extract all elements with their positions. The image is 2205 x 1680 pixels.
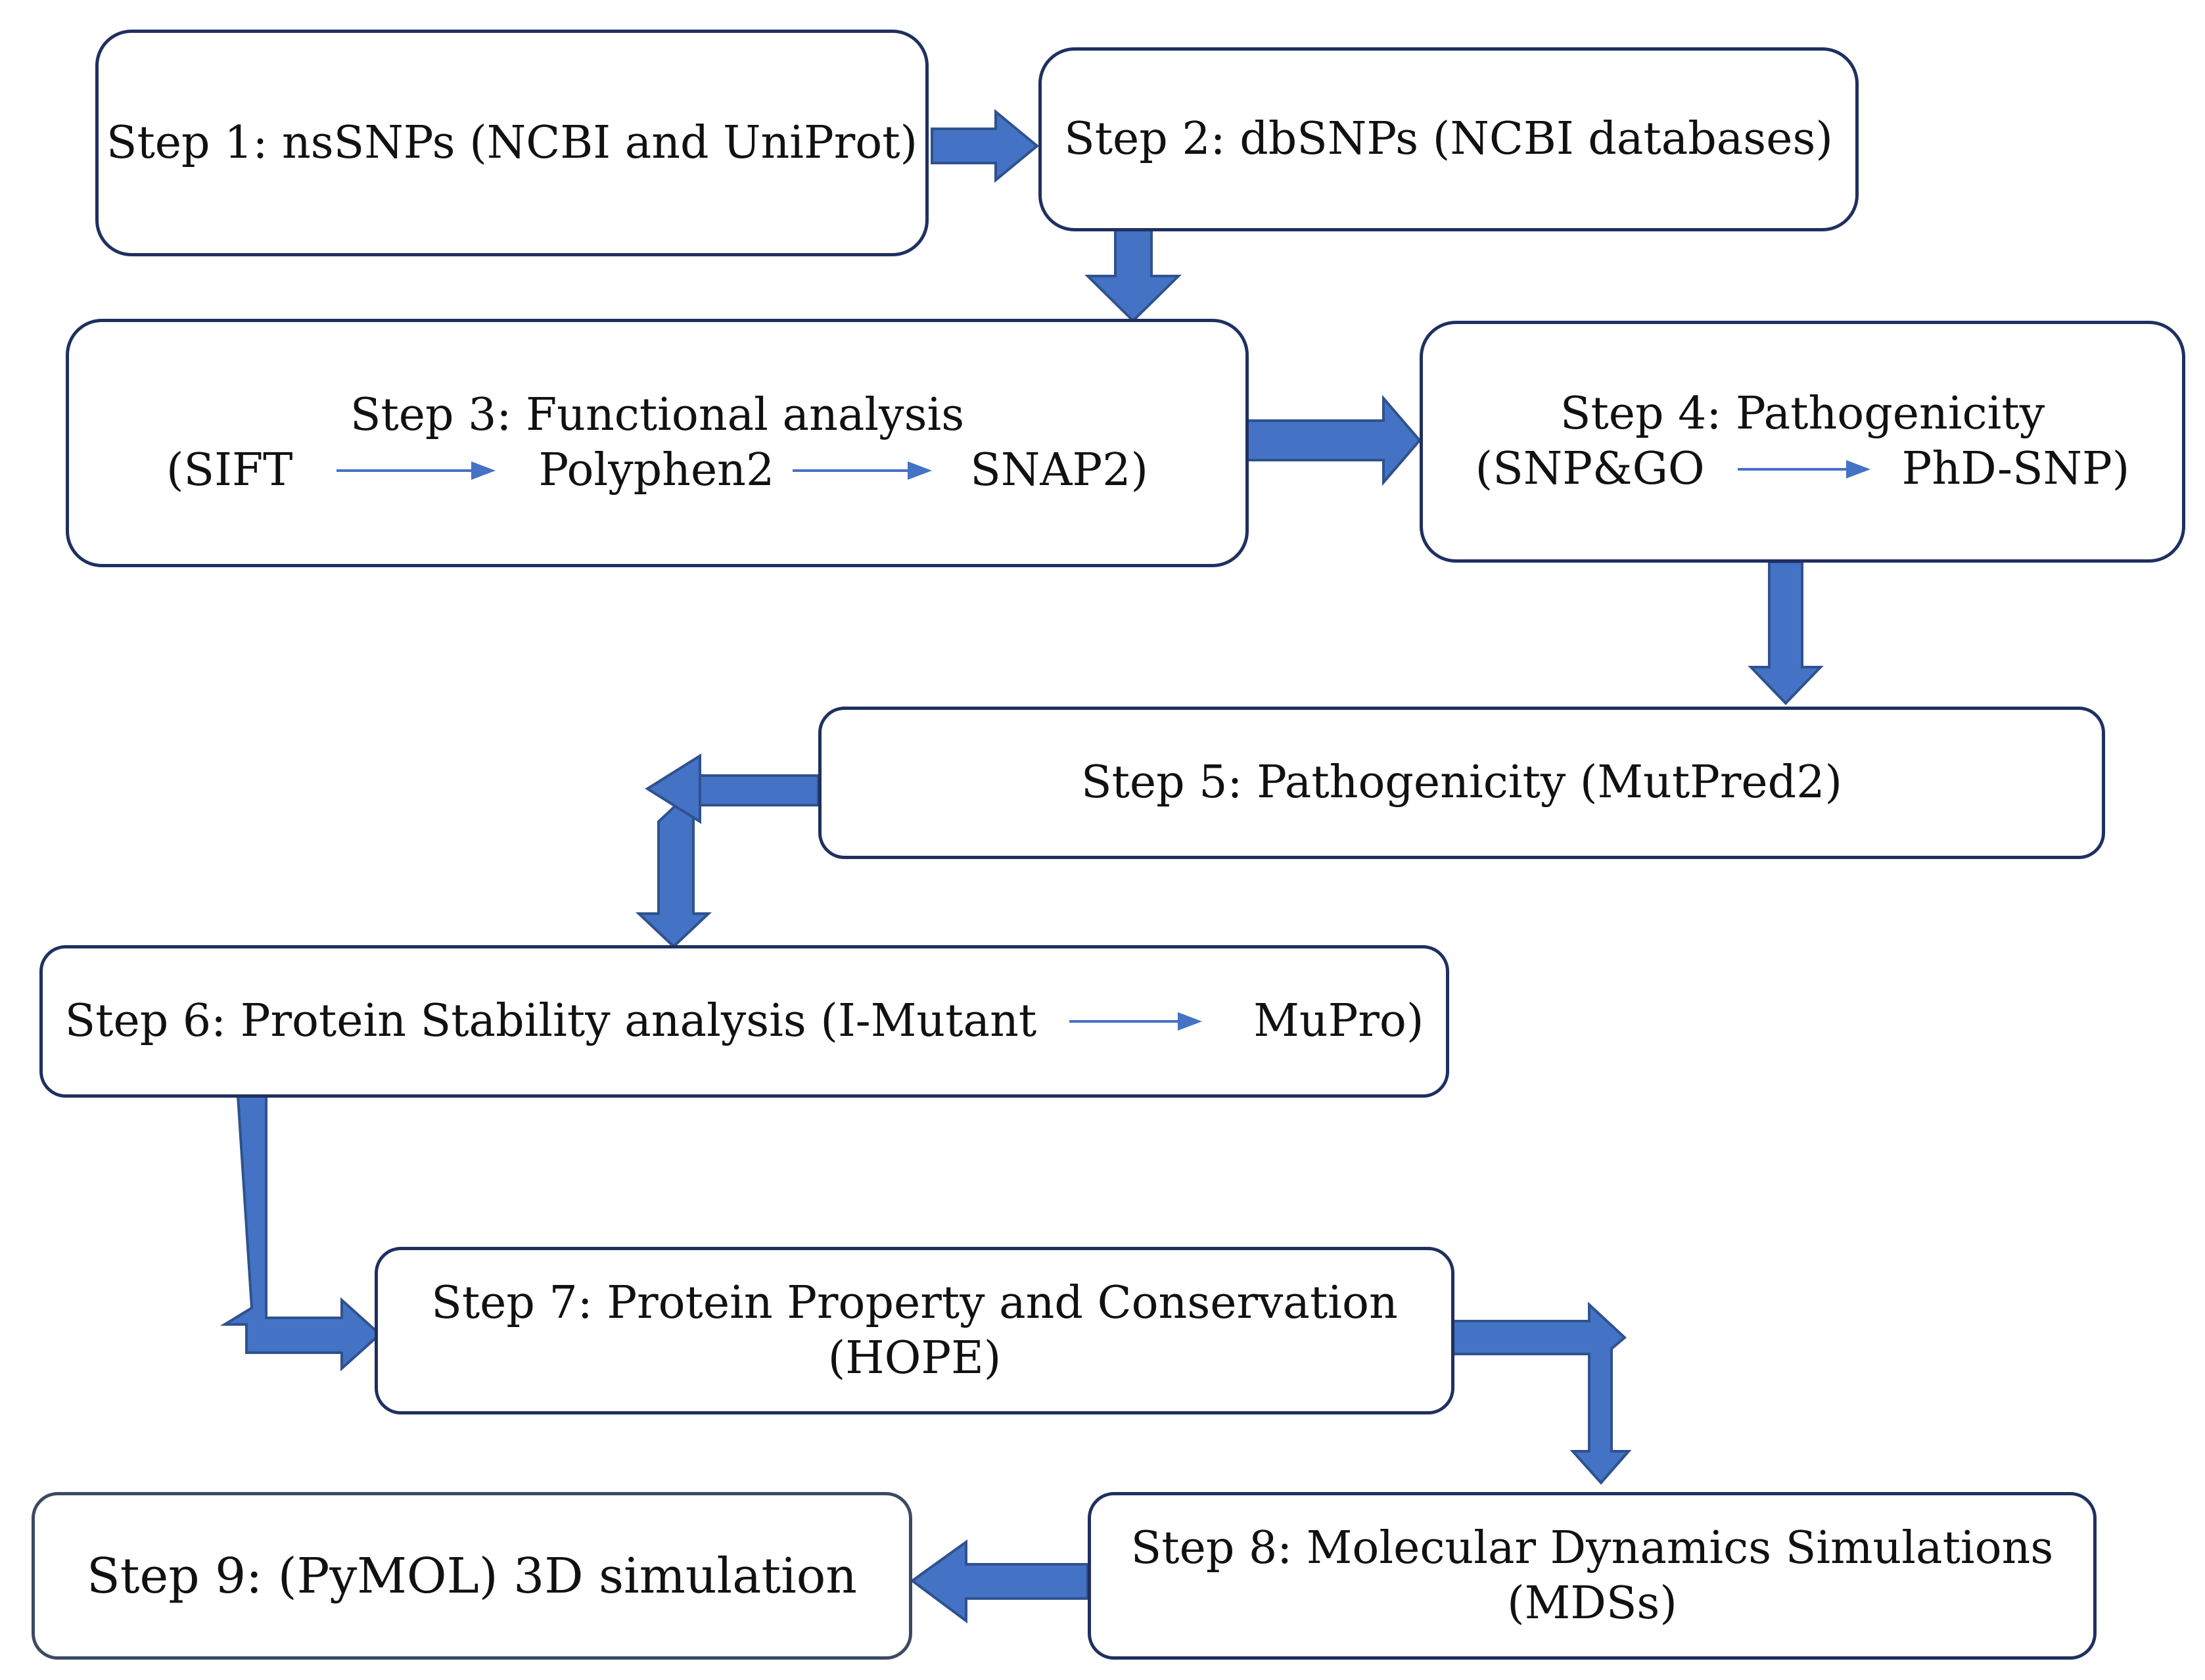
step4-title: Step 4: Pathogenicity — [1560, 388, 2045, 440]
step4-box: Step 4: Pathogenicity (SNP&GO PhD-SNP) — [1420, 321, 2185, 563]
small-arrow-icon — [1737, 460, 1870, 478]
step1-label: Step 1: nsSNPs (NCBI and UniProt) — [106, 116, 918, 169]
step3-title: Step 3: Functional analysis — [350, 389, 965, 441]
arrow-step5-to-step6-head — [645, 753, 701, 824]
step2-box: Step 2: dbSNPs (NCBI databases) — [1038, 47, 1859, 231]
arrow-step4-to-step5 — [1748, 561, 1824, 705]
arrow-step2-to-step3 — [1084, 229, 1182, 323]
arrow-step3-to-step4 — [1246, 394, 1422, 486]
step8-line2: (MDSs) — [1507, 1577, 1677, 1629]
step6-row: Step 6: Protein Stability analysis (I-Mu… — [65, 994, 1424, 1049]
small-arrow-icon — [336, 461, 496, 480]
step4-tools: (SNP&GO PhD-SNP) — [1475, 442, 2130, 497]
small-arrow-icon — [1069, 1012, 1203, 1031]
arrow-step6-to-step7 — [220, 1095, 382, 1372]
step7-line1: Step 7: Protein Property and Conservatio… — [431, 1276, 1398, 1329]
arrow-step1-to-step2 — [931, 108, 1040, 183]
tool-sift: (SIFT — [166, 444, 293, 496]
step1-box: Step 1: nsSNPs (NCBI and UniProt) — [95, 30, 929, 256]
step6-box: Step 6: Protein Stability analysis (I-Mu… — [39, 945, 1449, 1098]
tool-snpgo: (SNP&GO — [1475, 443, 1705, 495]
step8-line1: Step 8: Molecular Dynamics Simulations — [1130, 1522, 2054, 1574]
step6-lead: Step 6: Protein Stability analysis (I-Mu… — [64, 995, 1037, 1047]
step7-line2: (HOPE) — [827, 1332, 1002, 1384]
step5-box: Step 5: Pathogenicity (MutPred2) — [818, 707, 2105, 859]
tool-polyphen2: Polyphen2 — [538, 444, 775, 496]
step7-box: Step 7: Protein Property and Conservatio… — [375, 1247, 1454, 1414]
step5-label: Step 5: Pathogenicity (MutPred2) — [1081, 757, 1842, 808]
step3-tools: (SIFT Polyphen2 SNAP2) — [166, 443, 1148, 498]
tool-mupro: MuPro) — [1253, 995, 1424, 1047]
step2-label: Step 2: dbSNPs (NCBI databases) — [1064, 113, 1833, 165]
tool-snap2: SNAP2) — [970, 444, 1148, 496]
tool-phdsnp: PhD-SNP) — [1901, 443, 2130, 495]
arrow-step7-to-step8 — [1443, 1301, 1632, 1485]
step3-box: Step 3: Functional analysis (SIFT Polyph… — [66, 319, 1249, 567]
small-arrow-icon — [793, 461, 933, 480]
step8-box: Step 8: Molecular Dynamics Simulations (… — [1088, 1492, 2097, 1660]
arrow-step8-to-step9 — [910, 1539, 1089, 1623]
step9-label: Step 9: (PyMOL) 3D simulation — [87, 1547, 857, 1604]
step9-box: Step 9: (PyMOL) 3D simulation — [32, 1492, 912, 1660]
